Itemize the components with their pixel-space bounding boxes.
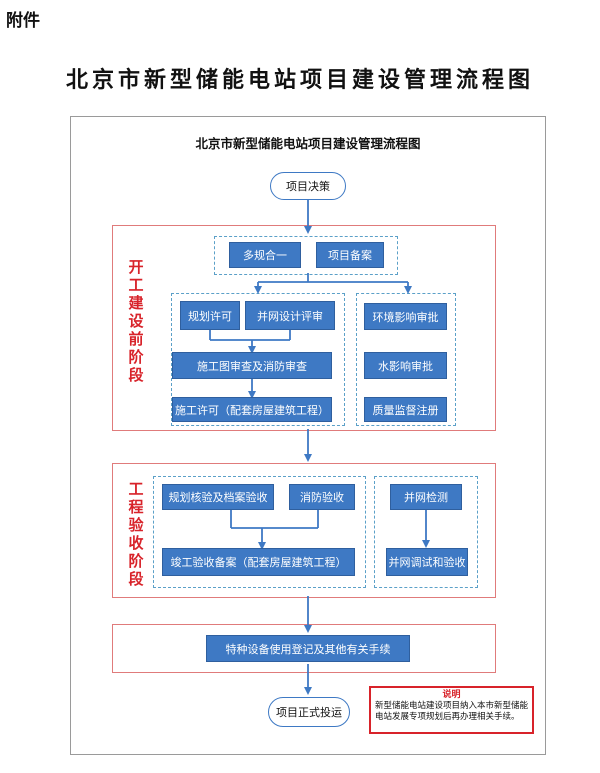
- stage-pre-construction: [112, 225, 496, 431]
- node-planning-acceptance: 规划核验及档案验收: [162, 484, 274, 510]
- stage-registration: [112, 624, 496, 673]
- group-acceptance: [153, 476, 366, 588]
- group-grid: [374, 476, 478, 588]
- note-text: 新型储能电站建设项目纳入本市新型储能电站发展专项规划后再办理相关手续。: [375, 701, 529, 722]
- page-title: 北京市新型储能电站项目建设管理流程图: [65, 67, 534, 93]
- node-fire-acceptance: 消防验收: [289, 484, 355, 510]
- node-project-decision: 项目决策: [270, 172, 346, 200]
- note-box: 说明 新型储能电站建设项目纳入本市新型储能电站发展专项规划后再办理相关手续。: [369, 686, 534, 734]
- node-grid-design-review: 并网设计评审: [245, 301, 335, 330]
- note-title: 说明: [442, 690, 461, 700]
- stage-acceptance: [112, 463, 496, 598]
- node-drawing-fire-review: 施工图审查及消防审查: [172, 352, 332, 379]
- flowchart-title: 北京市新型储能电站项目建设管理流程图: [195, 136, 421, 151]
- node-env-impact: 环境影响审批: [364, 303, 447, 330]
- node-quality-register: 质量监督注册: [364, 397, 447, 422]
- node-grid-inspection: 并网检测: [390, 484, 462, 510]
- node-planning-permit: 规划许可: [180, 301, 240, 330]
- group-plan-filing: [214, 236, 398, 275]
- flowchart-frame: [70, 116, 546, 755]
- node-completion-filing: 竣工验收备案（配套房屋建筑工程）: [162, 548, 355, 576]
- stage-label-pre-construction: 开工建设前阶段: [128, 258, 144, 384]
- node-multi-plan: 多规合一: [229, 242, 301, 268]
- node-project-filing: 项目备案: [316, 242, 384, 268]
- attachment-label: 附件: [6, 11, 40, 31]
- node-grid-debug: 并网调试和验收: [386, 548, 468, 576]
- node-operation: 项目正式投运: [268, 697, 350, 727]
- node-water-impact: 水影响审批: [364, 352, 447, 379]
- node-special-equipment: 特种设备使用登记及其他有关手续: [206, 635, 410, 662]
- node-construction-permit: 施工许可（配套房屋建筑工程）: [172, 397, 332, 422]
- stage-label-acceptance: 工程验收阶段: [128, 480, 144, 588]
